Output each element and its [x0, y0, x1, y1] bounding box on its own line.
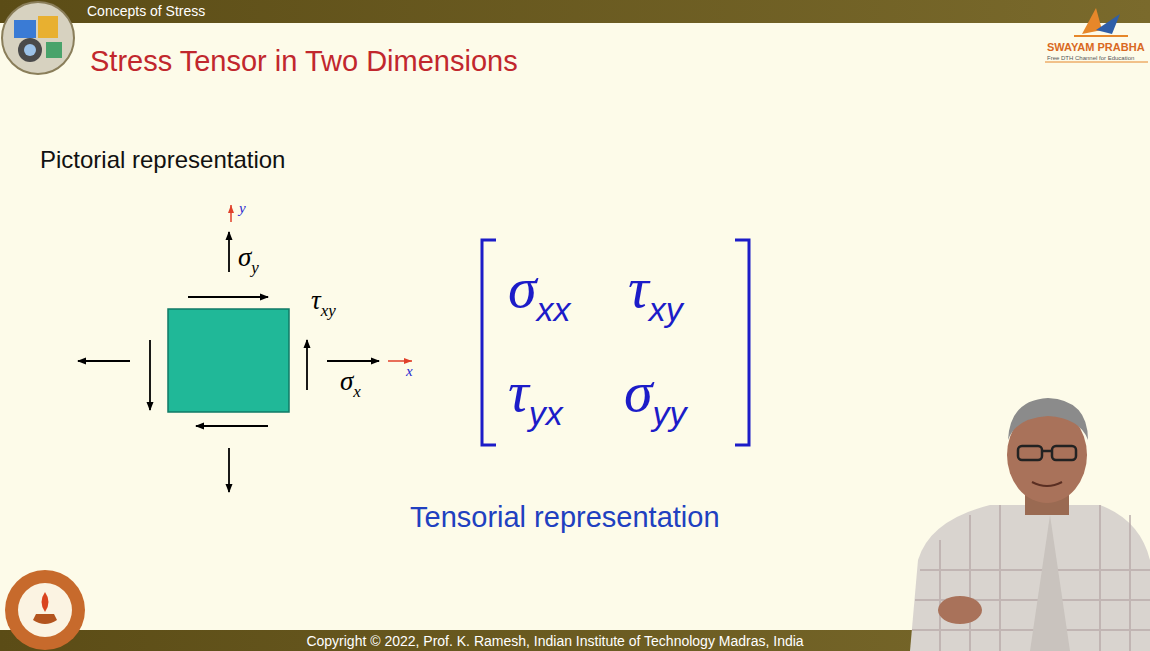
- course-emblem: [2, 2, 74, 74]
- axis-label: x: [406, 364, 413, 379]
- stress-label: τxy: [311, 287, 336, 314]
- slide-title: Stress Tensor in Two Dimensions: [90, 47, 518, 76]
- section-heading: Pictorial representation: [40, 148, 285, 172]
- channel-logo: [1045, 8, 1148, 62]
- stress-label: σx: [340, 368, 361, 395]
- caption-text: Tensorial representation: [410, 503, 720, 532]
- channel-tagline: Free DTH Channel for Education: [1047, 55, 1134, 61]
- channel-name: SWAYAM PRABHA: [1047, 42, 1145, 53]
- axis-label: y: [239, 201, 246, 216]
- matrix-brackets: [482, 240, 749, 445]
- section-name: Concepts of Stress: [87, 4, 205, 18]
- matrix-entry: τxy: [628, 258, 683, 317]
- matrix-entry: τyx: [508, 362, 563, 421]
- copyright-note: Copyright © 2022, Prof. K. Ramesh, India…: [0, 634, 1110, 648]
- header-bar: [0, 0, 1150, 23]
- x-axis-arrow: [388, 360, 412, 362]
- y-axis-arrow: [230, 205, 232, 222]
- matrix-entry: σxx: [508, 258, 571, 317]
- stress-arrows: [78, 232, 379, 492]
- presenter-figure: [910, 398, 1150, 651]
- matrix-entry: σyy: [624, 362, 687, 421]
- stress-element: [168, 309, 289, 412]
- institute-emblem: [5, 570, 85, 650]
- stress-label: σy: [238, 244, 259, 271]
